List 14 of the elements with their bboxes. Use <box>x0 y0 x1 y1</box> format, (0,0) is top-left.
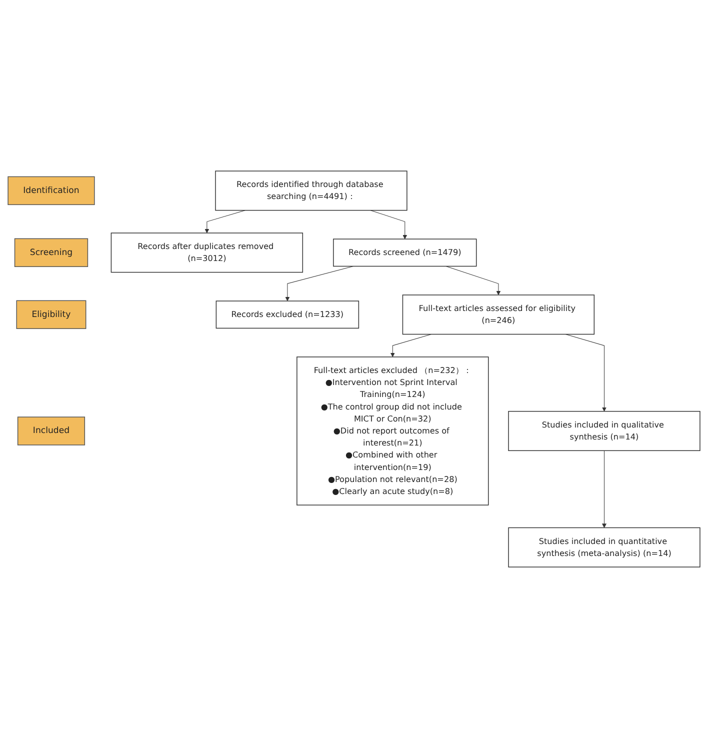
node-box: Full-text articles excluded （n=232）： ●Intervention not Sprint Interval Training(n=124) ●The control group did not include MICT or Con(n=32) ●Did not report outcomes of interest(n=21) ●Combined with other intervention(n=19) ●Population not relevant(n=28) ●Clearly an acute study(n=8) <box>296 357 489 506</box>
node-box: Full-text articles assessed for eligibility (n=246) <box>402 295 595 336</box>
arrow <box>602 450 606 528</box>
node-box: Studies included in quantitative synthesis (meta-analysis) (n=14) <box>508 528 700 568</box>
node-box: Studies included in qualitative synthesis (n=14) <box>508 411 700 452</box>
node-box: Eligibility <box>16 300 86 330</box>
node-box: Identification <box>8 176 95 206</box>
node-box: Records screened (n=1479) <box>333 239 477 268</box>
node-box: Screening <box>14 238 88 268</box>
node-box: Records identified through database searching (n=4491)： <box>215 171 408 212</box>
arrow <box>370 210 408 240</box>
node-box: Included <box>17 417 86 446</box>
node-box: Records excluded (n=1233) <box>216 301 360 330</box>
node-box: Records after duplicates removed (n=3012) <box>110 233 304 274</box>
